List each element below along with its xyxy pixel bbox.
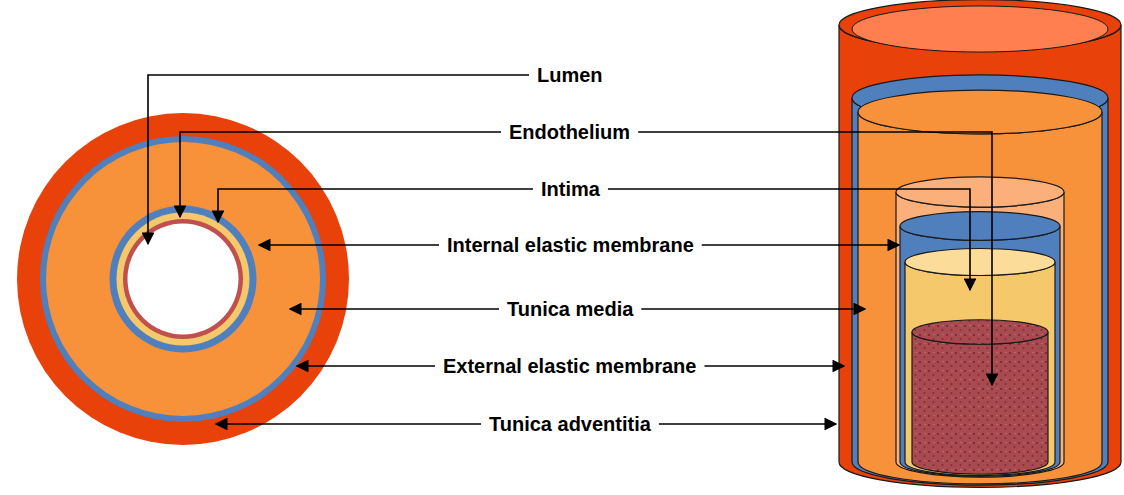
leader-line bbox=[180, 132, 501, 217]
leader-line bbox=[290, 308, 499, 310]
layer-label: Lumen bbox=[537, 63, 603, 87]
layer-label: Tunica adventitia bbox=[489, 412, 651, 436]
cylinder-layer bbox=[896, 192, 1064, 477]
cylinder-face bbox=[912, 320, 1048, 344]
leader-line bbox=[148, 75, 529, 244]
cylinder-layer bbox=[852, 98, 1108, 485]
cylinder-layer bbox=[900, 226, 1060, 476]
intima-ring bbox=[117, 213, 250, 346]
internal-elastic-ring bbox=[110, 206, 257, 353]
endothelium-ring bbox=[123, 219, 243, 339]
leader-line bbox=[702, 244, 899, 246]
leader-line bbox=[659, 423, 836, 425]
cylinder-layer bbox=[839, 25, 1121, 487]
leader-line bbox=[259, 244, 439, 246]
leader-line bbox=[641, 308, 865, 310]
layer-label: Endothelium bbox=[509, 120, 630, 144]
leader-line bbox=[638, 132, 992, 385]
layer-label: External elastic membrane bbox=[443, 354, 696, 378]
cylinder-layer bbox=[905, 262, 1055, 476]
cylinder-layer bbox=[858, 112, 1102, 484]
vessel-cutaway bbox=[839, 0, 1121, 487]
cylinder-inner-face bbox=[852, 6, 1108, 52]
cylinder-face bbox=[896, 177, 1064, 207]
adventitia-ring bbox=[17, 113, 349, 445]
leader-line bbox=[704, 365, 844, 367]
layer-label: Tunica media bbox=[507, 297, 633, 321]
cylinder-layer bbox=[912, 332, 1048, 474]
cylinder-face bbox=[900, 212, 1060, 241]
cylinder-face bbox=[858, 90, 1102, 134]
leader-line bbox=[218, 189, 533, 222]
external-elastic-ring bbox=[40, 136, 326, 422]
leader-line bbox=[216, 423, 481, 425]
cross-section bbox=[17, 113, 349, 445]
leader-line bbox=[297, 365, 435, 367]
lumen bbox=[128, 224, 239, 335]
cylinder-face bbox=[905, 249, 1055, 276]
media-ring bbox=[46, 142, 320, 416]
layer-label: Intima bbox=[541, 177, 600, 201]
layer-label: Internal elastic membrane bbox=[447, 233, 694, 257]
